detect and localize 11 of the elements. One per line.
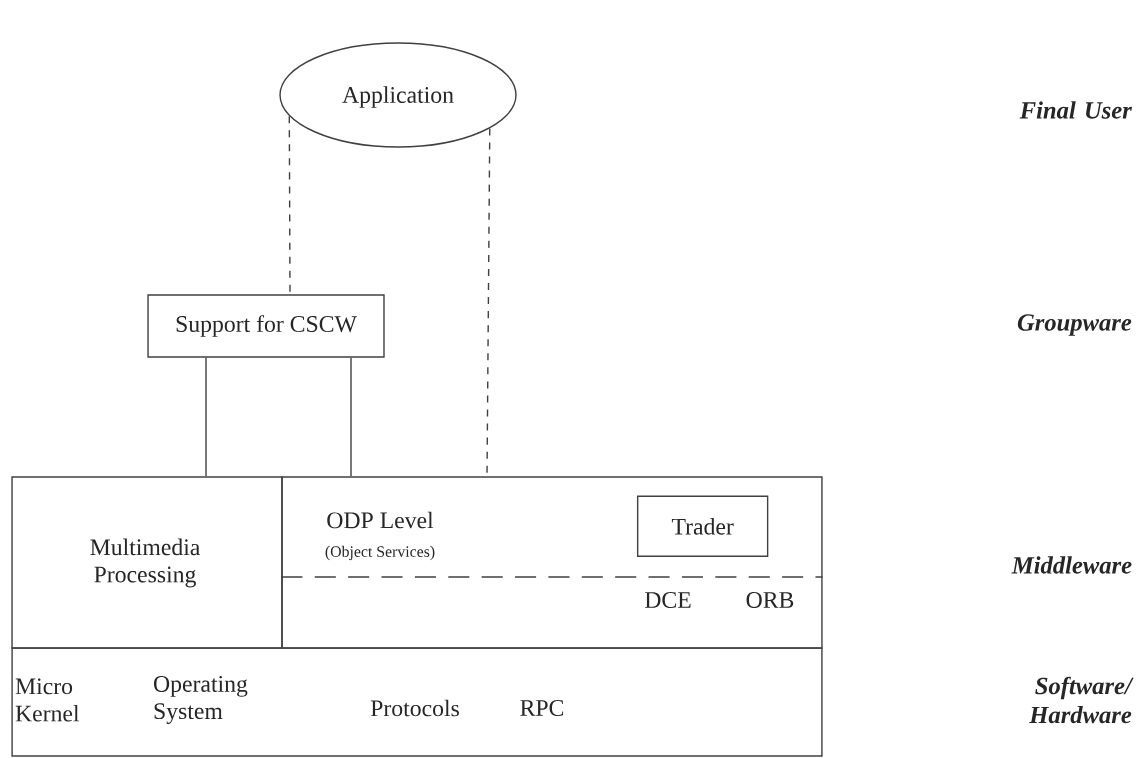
connector-line [205, 357, 207, 477]
layer-label: Groupware [1017, 314, 1132, 336]
connector-line [350, 357, 352, 477]
layer-box: Multimedia Processing [11, 476, 283, 649]
layer-label: Software/ Hardware [1029, 676, 1134, 724]
layer-label: Final User [1019, 101, 1132, 119]
layer-box: Micro Kernel Operating System Protocols RPC [11, 647, 823, 757]
connector-line [288, 115, 291, 295]
component-box: Trader [636, 495, 769, 557]
component-box: Support for CSCW [147, 294, 385, 358]
layer-label: Middleware [1011, 556, 1132, 574]
